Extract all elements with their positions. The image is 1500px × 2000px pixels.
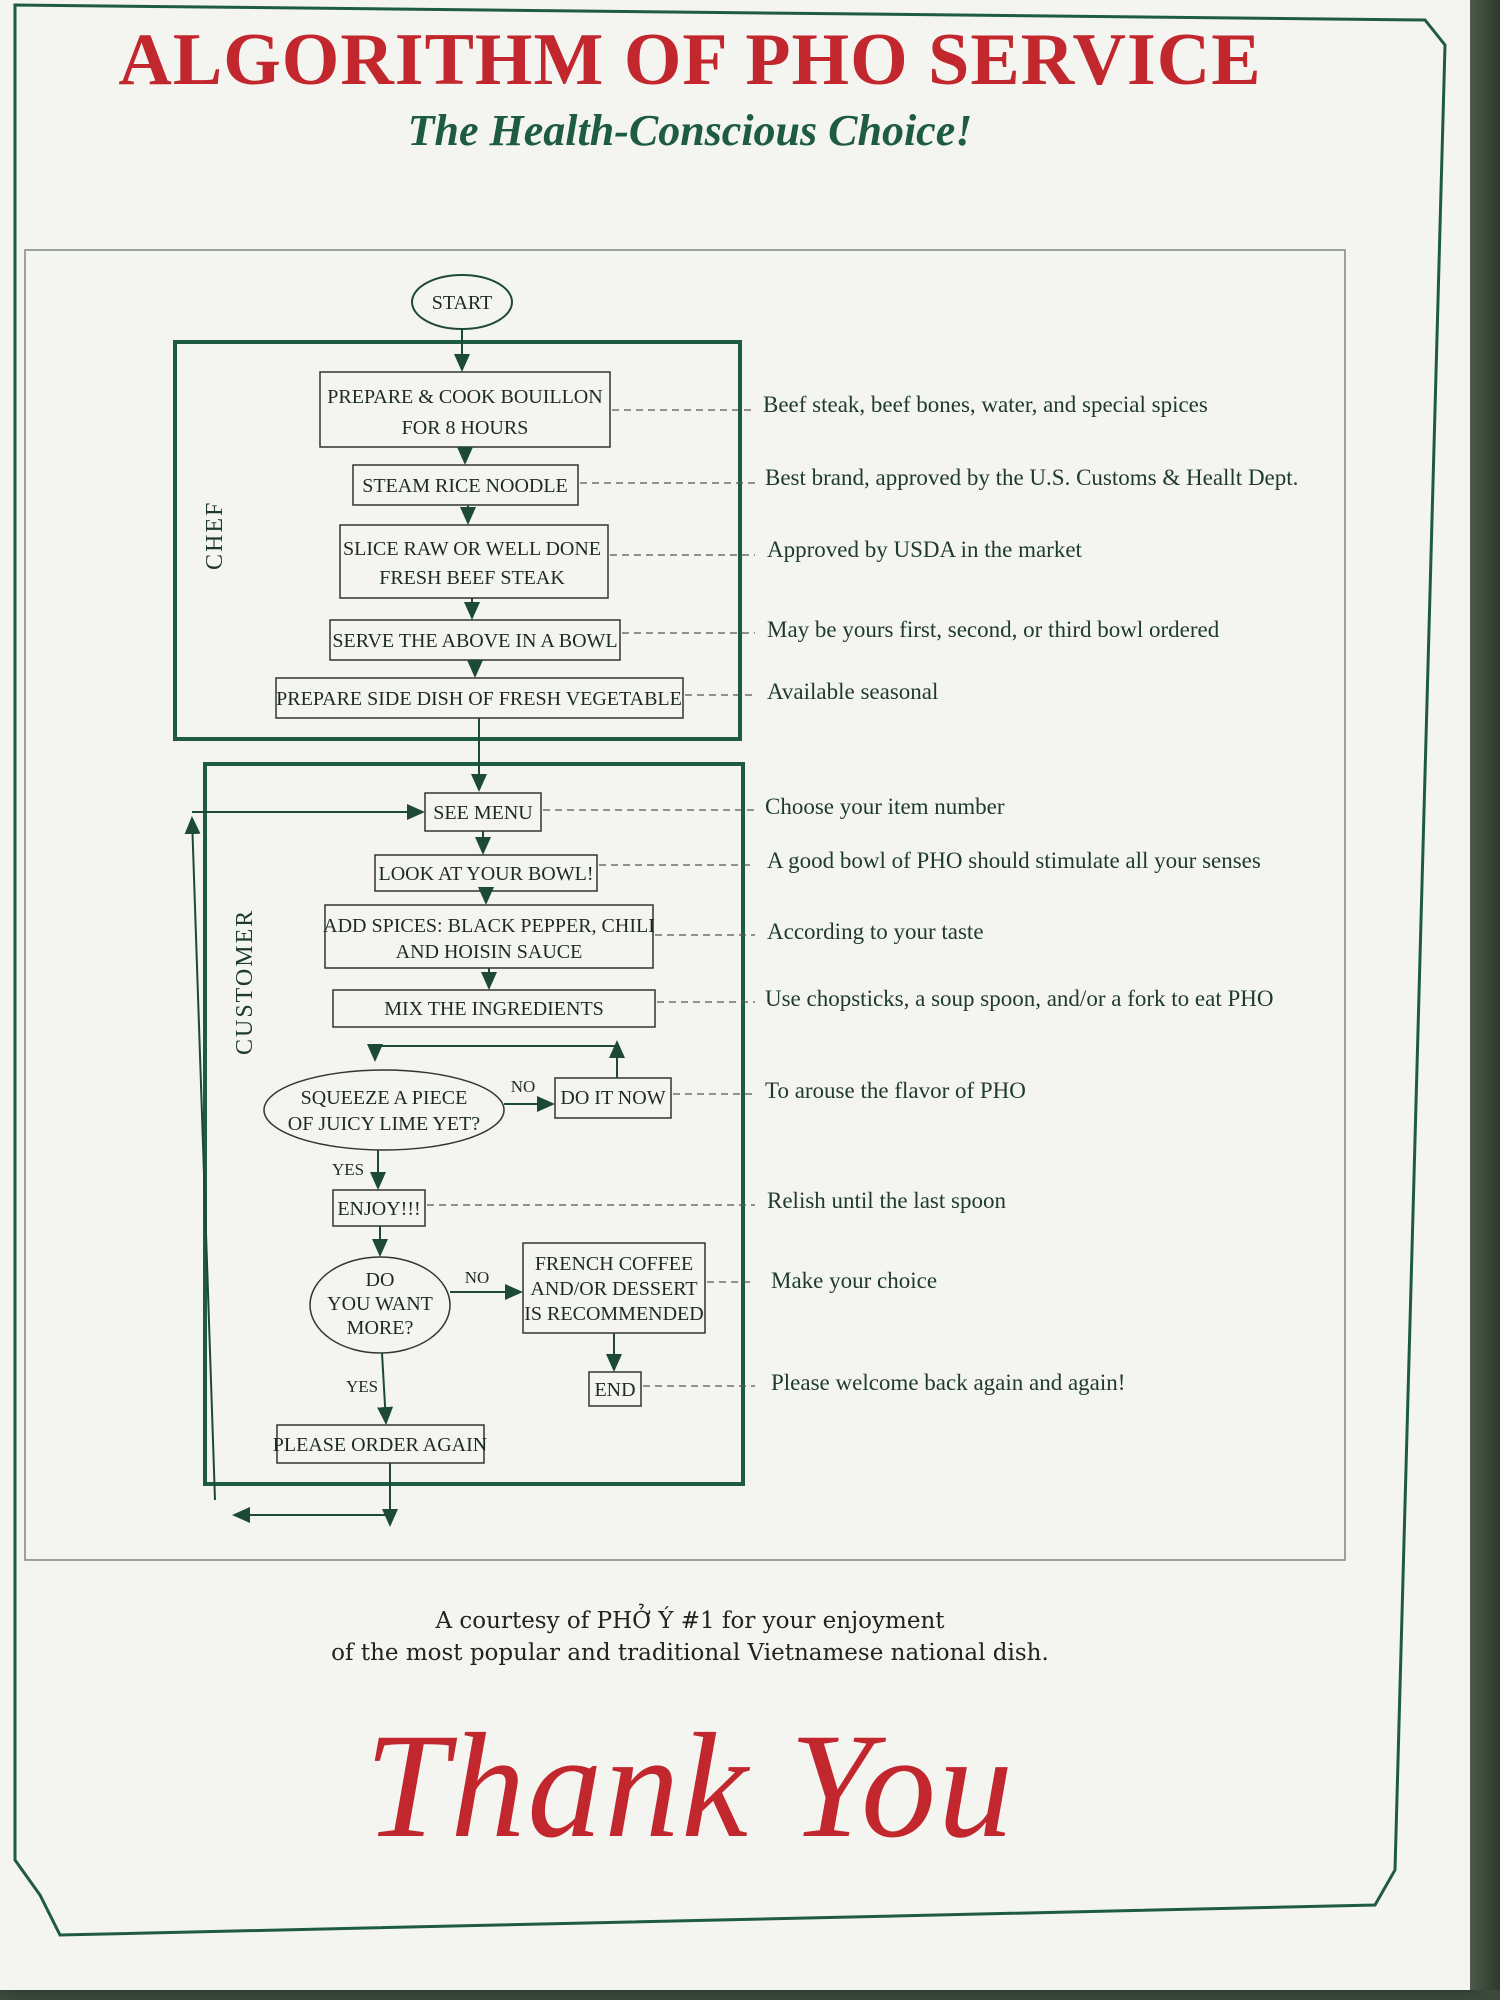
note-coffee: Make your choice — [771, 1268, 937, 1293]
lime-decision-line1: SQUEEZE A PIECE — [301, 1087, 468, 1109]
serve-bowl-label: SERVE THE ABOVE IN A BOWL — [332, 630, 617, 652]
see-menu-label: SEE MENU — [433, 802, 533, 824]
do-it-now-label: DO IT NOW — [560, 1087, 665, 1109]
diagram-frame — [24, 249, 1346, 1561]
note-steak: Approved by USDA in the market — [767, 537, 1083, 562]
look-bowl-label: LOOK AT YOUR BOWL! — [379, 863, 594, 885]
note-noodle: Best brand, approved by the U.S. Customs… — [765, 465, 1298, 490]
customer-arrows — [184, 804, 625, 1527]
footer-note: A courtesy of PHỞ Ý #1 for your enjoymen… — [0, 1605, 1380, 1669]
coffee-line1: FRENCH COFFEE — [535, 1253, 693, 1275]
note-spices: According to your taste — [767, 919, 984, 944]
coffee-line3: IS RECOMMENDED — [524, 1303, 703, 1325]
more-decision-line3: MORE? — [347, 1317, 414, 1339]
chef-lane-label: CHEF — [202, 501, 228, 570]
add-spices-line2: AND HOISIN SAUCE — [396, 941, 583, 963]
page-subtitle: The Health-Conscious Choice! — [407, 106, 973, 155]
prepare-bouillon-line2: FOR 8 HOURS — [402, 417, 529, 439]
side-dish-label: PREPARE SIDE DISH OF FRESH VEGETABLE — [276, 688, 682, 710]
leader-lines — [427, 409, 755, 1387]
end-label: END — [594, 1379, 635, 1401]
chef-lane — [173, 340, 742, 741]
more-decision-line1: DO — [366, 1269, 395, 1291]
note-enjoy: Relish until the last spoon — [767, 1188, 1006, 1213]
prepare-bouillon-line1: PREPARE & COOK BOUILLON — [327, 386, 602, 408]
lime-decision-line2: OF JUICY LIME YET? — [288, 1113, 481, 1135]
pho-service-flowchart: CHEF CUSTOMER START PREPARE & COOK BOUIL… — [13, 3, 1447, 1937]
note-lime: To arouse the flavor of PHO — [765, 1078, 1026, 1103]
note-look: A good bowl of PHO should stimulate all … — [767, 848, 1261, 873]
start-label: START — [432, 292, 493, 314]
more-yes-label: YES — [346, 1377, 378, 1396]
slice-steak-line1: SLICE RAW OR WELL DONE — [343, 538, 601, 560]
steam-noodle-box — [352, 464, 579, 506]
enjoy-label: ENJOY!!! — [337, 1198, 420, 1220]
outer-frame — [13, 3, 1447, 1937]
order-again-box — [276, 1424, 485, 1464]
mix-box — [332, 989, 656, 1028]
more-decision — [309, 1256, 451, 1354]
slice-steak-line2: FRESH BEEF STEAK — [379, 567, 565, 589]
lime-no-label: NO — [511, 1077, 536, 1096]
page-title: ALGORITHM OF PHO SERVICE — [118, 19, 1262, 101]
footer-line-2: of the most popular and traditional Viet… — [331, 1640, 1049, 1666]
order-again-label: PLEASE ORDER AGAIN — [273, 1434, 487, 1456]
note-menu: Choose your item number — [765, 794, 1005, 819]
note-bowl: May be yours first, second, or third bow… — [767, 617, 1220, 642]
slice-steak-box — [339, 524, 609, 599]
add-spices-line1: ADD SPICES: BLACK PEPPER, CHILI — [323, 915, 655, 937]
coffee-line2: AND/OR DESSERT — [530, 1278, 697, 1300]
note-mix: Use chopsticks, a soup spoon, and/or a f… — [765, 986, 1273, 1011]
customer-lane — [203, 762, 745, 1486]
do-it-now-box — [554, 1077, 672, 1119]
customer-lane-label: CUSTOMER — [232, 909, 258, 1055]
end-box — [588, 1371, 642, 1407]
more-decision-line2: YOU WANT — [327, 1293, 433, 1315]
chef-arrows — [454, 329, 487, 792]
lime-decision — [263, 1069, 505, 1151]
thank-you-script: Thank You — [364, 1703, 1016, 1869]
footer-line-1: A courtesy of PHỞ Ý #1 for your enjoymen… — [435, 1608, 945, 1634]
note-end: Please welcome back again and again! — [771, 1370, 1125, 1395]
note-side: Available seasonal — [767, 679, 938, 704]
note-bouillon: Beef steak, beef bones, water, and speci… — [763, 392, 1208, 417]
lime-yes-label: YES — [332, 1160, 364, 1179]
steam-noodle-label: STEAM RICE NOODLE — [362, 475, 568, 497]
more-no-label: NO — [465, 1268, 490, 1287]
mix-label: MIX THE INGREDIENTS — [384, 998, 604, 1020]
